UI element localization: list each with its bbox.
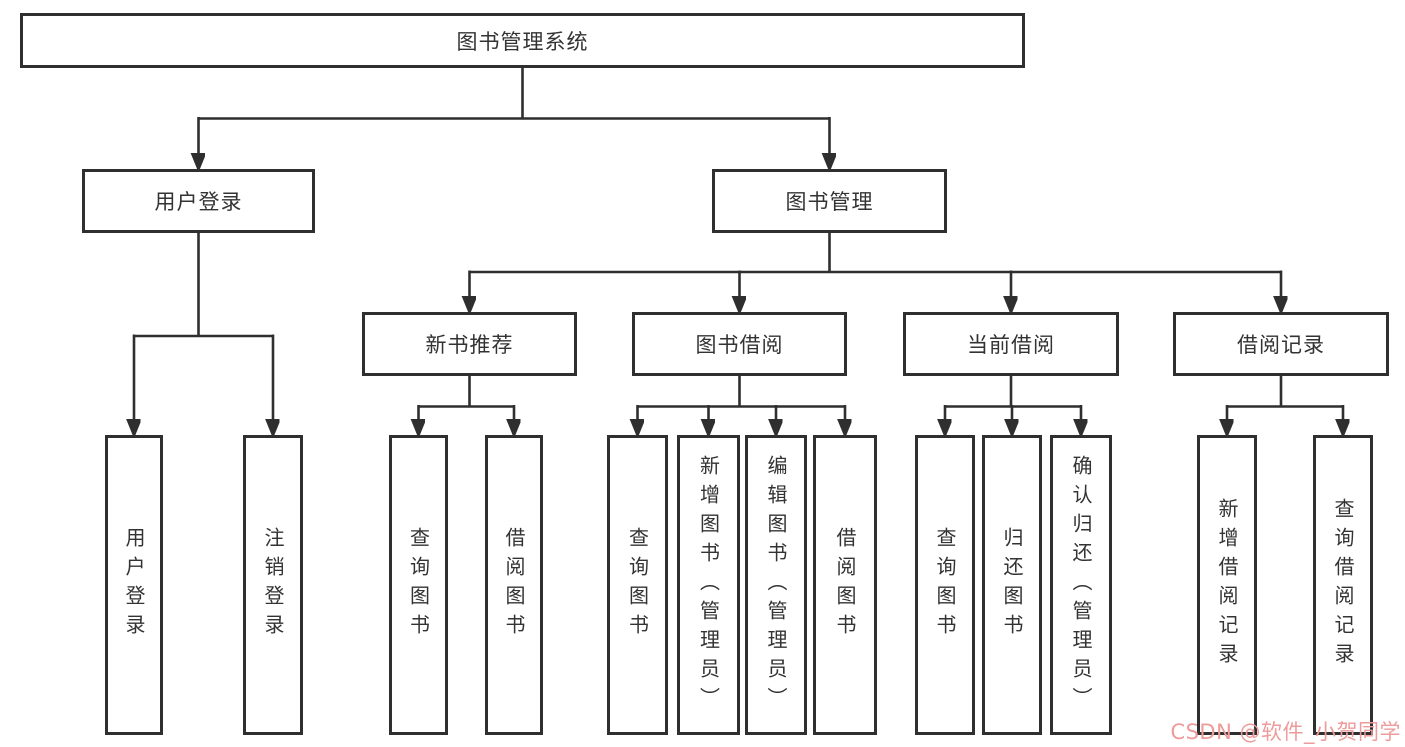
node-book-borrow-label: 图书借阅 xyxy=(695,333,784,357)
node-borrow-records: 借阅记录 xyxy=(1173,312,1389,376)
leaf-user-login-label: 用户登录 xyxy=(122,527,146,643)
leaf-query-books-3-label: 查询图书 xyxy=(933,527,957,643)
node-root-label: 图书管理系统 xyxy=(456,29,589,54)
node-user-login: 用户登录 xyxy=(82,169,315,233)
leaf-add-books-admin: 新增图书（管理员） xyxy=(677,435,740,735)
leaf-return-books-label: 归还图书 xyxy=(1000,527,1024,643)
node-borrow-records-label: 借阅记录 xyxy=(1237,333,1325,357)
leaf-borrow-books-2: 借阅图书 xyxy=(813,435,877,735)
node-user-login-label: 用户登录 xyxy=(154,190,243,214)
connector-current-borrow-to-leaves xyxy=(945,376,1081,434)
csdn-watermark: CSDN @软件_小贺同学 xyxy=(1170,720,1401,744)
node-book-management-label: 图书管理 xyxy=(785,190,874,214)
leaf-edit-books-admin: 编辑图书（管理员） xyxy=(745,435,807,735)
node-new-book-recommend-label: 新书推荐 xyxy=(425,333,514,357)
leaf-confirm-return-admin: 确认归还（管理员） xyxy=(1050,435,1112,735)
leaf-query-borrow-record-label: 查询借阅记录 xyxy=(1331,498,1355,672)
leaf-query-books-1: 查询图书 xyxy=(389,435,448,735)
node-book-management: 图书管理 xyxy=(712,169,947,233)
leaf-add-borrow-record-label: 新增借阅记录 xyxy=(1215,498,1239,672)
node-book-borrow: 图书借阅 xyxy=(632,312,847,376)
leaf-user-login: 用户登录 xyxy=(105,435,163,735)
leaf-borrow-books-1-label: 借阅图书 xyxy=(502,527,526,643)
node-current-borrow: 当前借阅 xyxy=(903,312,1119,376)
leaf-add-books-admin-label: 新增图书（管理员） xyxy=(696,454,721,716)
leaf-confirm-return-admin-label: 确认归还（管理员） xyxy=(1069,454,1093,716)
connector-user-login-to-leaves xyxy=(134,233,273,434)
leaf-logout: 注销登录 xyxy=(243,435,303,735)
node-current-borrow-label: 当前借阅 xyxy=(967,333,1055,357)
connector-root-to-level2 xyxy=(199,68,830,168)
connector-new-books-to-leaves xyxy=(419,376,515,434)
leaf-query-books-2: 查询图书 xyxy=(607,435,668,735)
leaf-borrow-books-2-label: 借阅图书 xyxy=(833,527,857,643)
node-root-system: 图书管理系统 xyxy=(20,13,1025,68)
connector-book-borrow-to-leaves xyxy=(638,376,846,434)
leaf-query-books-3: 查询图书 xyxy=(915,435,975,735)
connector-book-mgmt-to-level3 xyxy=(470,233,1282,311)
leaf-query-books-2-label: 查询图书 xyxy=(625,527,650,643)
node-new-book-recommend: 新书推荐 xyxy=(362,312,577,376)
leaf-logout-label: 注销登录 xyxy=(261,527,285,643)
leaf-borrow-books-1: 借阅图书 xyxy=(485,435,543,735)
leaf-query-books-1-label: 查询图书 xyxy=(406,527,431,643)
leaf-query-borrow-record: 查询借阅记录 xyxy=(1313,435,1373,735)
connector-borrow-records-to-leaves xyxy=(1227,376,1343,434)
leaf-add-borrow-record: 新增借阅记录 xyxy=(1197,435,1257,735)
leaf-edit-books-admin-label: 编辑图书（管理员） xyxy=(764,454,788,716)
leaf-return-books: 归还图书 xyxy=(982,435,1042,735)
